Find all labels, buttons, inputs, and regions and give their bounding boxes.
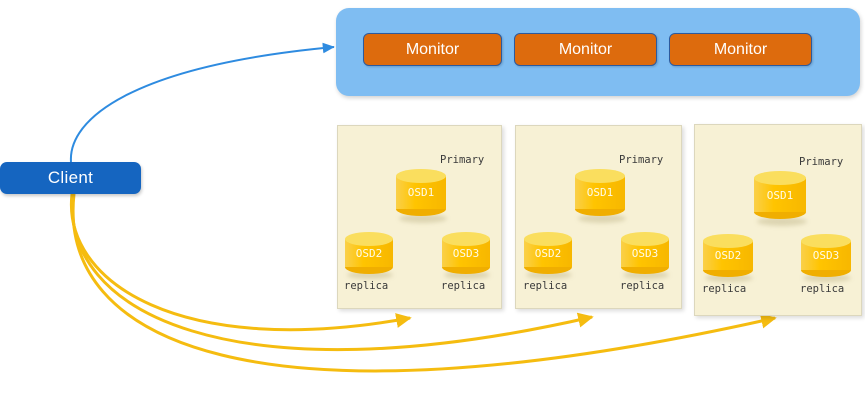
- monitor-label-2: Monitor: [558, 40, 613, 58]
- node-2-osd2-shadow: [526, 271, 572, 279]
- node-1-osd2-cylinder[interactable]: OSD2: [345, 232, 393, 274]
- cylinder-top: [524, 232, 572, 246]
- node-3-osd3-label: OSD3: [812, 249, 840, 262]
- node-1-osd3-shadow: [444, 271, 490, 279]
- node-2-osd2-label: OSD2: [534, 246, 562, 260]
- cylinder-top: [801, 234, 851, 248]
- client-box[interactable]: Client: [0, 162, 141, 194]
- client-label: Client: [47, 168, 94, 187]
- node-2-osd3-shadow: [623, 271, 669, 279]
- node-2-osd2-cylinder[interactable]: OSD2: [524, 232, 572, 274]
- cylinder-top: [754, 171, 806, 185]
- monitor-label-3: Monitor: [713, 40, 768, 58]
- cylinder-top: [396, 169, 446, 183]
- node-3-osd1-cylinder[interactable]: OSD1: [754, 171, 806, 219]
- monitor-box-3[interactable]: Monitor: [669, 33, 812, 66]
- node-2-primary-caption: Primary: [619, 154, 664, 166]
- node-2-osd1-shadow: [578, 214, 626, 223]
- node-3-osd1-label: OSD1: [766, 188, 794, 202]
- node-1-primary-caption: Primary: [440, 154, 485, 166]
- node-2-osd3-label: OSD3: [631, 246, 659, 260]
- node-2-osd1-cylinder[interactable]: OSD1: [575, 169, 625, 216]
- node-1-osd3-caption: replica: [441, 280, 486, 292]
- node-3-osd3-cylinder[interactable]: OSD3: [801, 234, 851, 277]
- cylinder-top: [575, 169, 625, 183]
- arrow-client-to-monitor: [69, 42, 335, 163]
- node-3-osd1-shadow: [757, 217, 807, 226]
- node-3-osd3-shadow: [803, 274, 851, 282]
- node-1-osd3-label: OSD3: [452, 246, 480, 260]
- osd-node-panel-1: [337, 125, 502, 309]
- cylinder-top: [345, 232, 393, 246]
- node-1-osd3-cylinder[interactable]: OSD3: [442, 232, 490, 274]
- monitor-box-1[interactable]: Monitor: [363, 33, 502, 66]
- cylinder-top: [442, 232, 490, 246]
- node-2-osd3-caption: replica: [620, 280, 665, 292]
- cylinder-top: [703, 234, 753, 248]
- node-2-osd3-cylinder[interactable]: OSD3: [621, 232, 669, 274]
- monitor-label-1: Monitor: [405, 40, 460, 58]
- node-1-osd2-label: OSD2: [355, 246, 383, 260]
- osd-node-panel-2: [515, 125, 682, 309]
- osd-node-panel-3: [694, 124, 862, 316]
- monitor-box-2[interactable]: Monitor: [514, 33, 657, 66]
- node-3-primary-caption: Primary: [799, 156, 844, 168]
- node-1-osd1-shadow: [399, 214, 447, 223]
- node-1-osd1-cylinder[interactable]: OSD1: [396, 169, 446, 216]
- node-2-osd2-caption: replica: [523, 280, 568, 292]
- node-3-osd2-shadow: [705, 274, 753, 282]
- cylinder-top: [621, 232, 669, 246]
- node-3-osd2-cylinder[interactable]: OSD2: [703, 234, 753, 277]
- node-2-osd1-label: OSD1: [586, 186, 614, 199]
- node-3-osd2-label: OSD2: [714, 249, 742, 262]
- node-3-osd3-caption: replica: [800, 283, 845, 295]
- node-1-osd2-shadow: [347, 271, 393, 279]
- node-3-osd2-caption: replica: [702, 283, 747, 295]
- node-1-osd2-caption: replica: [344, 280, 389, 292]
- node-1-osd1-label: OSD1: [407, 186, 435, 199]
